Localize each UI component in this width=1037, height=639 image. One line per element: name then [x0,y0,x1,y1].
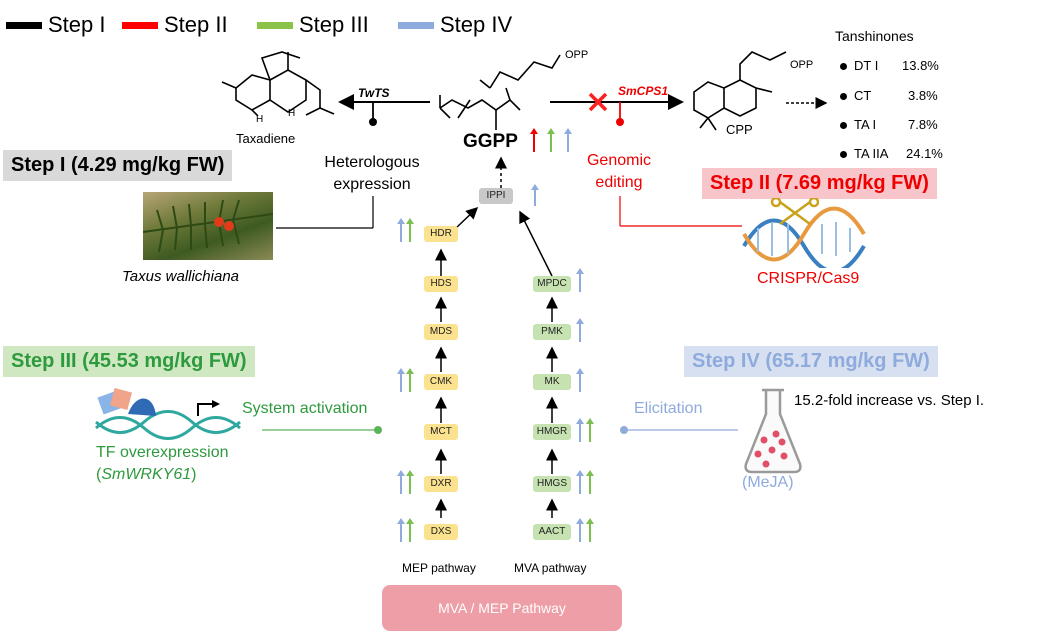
meja-label: (MeJA) [742,474,794,491]
taxus-label: Taxus wallichiana [122,268,240,285]
mep-node: HDS [424,276,458,292]
mva-node: AACT [533,524,571,540]
step1-label: Step I (4.29 mg/kg FW) [3,150,233,181]
legend-swatch-blue [398,21,434,29]
ggpp-label: GGPP [463,131,518,152]
tanshinone-value: 13.8% [902,58,939,73]
paren-open: ( [96,466,102,483]
bullet-icon [840,93,847,101]
crispr-label: CRISPR/Cas9 [757,270,860,287]
step2-label: Step II (7.69 mg/kg FW) [702,168,937,199]
mva-mep-pathway-button[interactable]: MVA / MEP Pathway [382,585,622,631]
tanshinone-value: 3.8% [908,88,938,103]
mep-pathway-label: MEP pathway [402,561,476,575]
paren-close: ) [191,466,197,483]
genomic-editing-label: Genomic editing [586,152,652,191]
legend-step1: Step I [6,12,105,38]
bullet-icon [840,151,847,159]
tanshinones-title: Tanshinones [835,28,914,44]
taxadiene-label: Taxadiene [236,131,296,146]
legend-step2: Step II [122,12,228,38]
ippi-node: IPPI [479,188,513,204]
fold-increase-label: 15.2-fold increase vs. Step I. [794,392,985,409]
taxadiene-structure [221,51,335,117]
legend-swatch-green [257,21,293,29]
legend-step4: Step IV [398,12,512,38]
mva-node: MPDC [533,276,571,292]
legend-label: Step II [164,12,228,37]
tanshinone-name: DT I [854,58,879,73]
mva-node: HMGR [533,424,571,440]
scissors-icon [770,198,820,226]
tanshinone-name: CT [854,88,872,103]
h-label: H [256,114,264,125]
dna-helix-icon [742,198,866,268]
tanshinone-item: TA IIA 24.1% [840,146,943,161]
system-activation-label: System activation [242,400,368,417]
cpp-structure [693,51,787,131]
legend-label: Step I [48,12,106,37]
legend-step3: Step III [257,12,369,38]
flask-icon [744,388,802,474]
step4-label: Step IV (65.17 mg/kg FW) [684,346,938,377]
mva-node: MK [533,374,571,390]
opp-label: OPP [565,49,589,61]
mep-node: HDR [424,226,458,242]
twts-label: TwTS [358,86,390,100]
tf-gene-label: (SmWRKY61) [96,466,196,484]
legend-label: Step III [299,12,369,37]
tanshinone-name: TA IIA [854,146,889,161]
taxus-photo [143,192,273,260]
mep-node: MCT [424,424,458,440]
mep-node: DXS [424,524,458,540]
step3-label: Step III (45.53 mg/kg FW) [3,346,255,377]
mep-node: CMK [424,374,458,390]
ggpp-structure [439,54,561,130]
mep-node: MDS [424,324,458,340]
cpp-label: CPP [726,122,753,137]
legend-swatch-black [6,21,42,29]
h-label: H [288,108,296,119]
mva-pathway-label: MVA pathway [514,561,587,575]
legend-swatch-red [122,21,158,29]
block-cross [588,92,608,112]
tf-gene-name: SmWRKY61 [101,466,192,483]
tanshinone-value: 7.8% [908,117,938,132]
tanshinone-value: 24.1% [906,146,943,161]
bullet-icon [840,63,847,71]
mep-node: DXR [424,476,458,492]
tanshinone-item: DT I 13.8% [840,58,939,73]
smcps1-label: SmCPS1 [618,84,669,98]
legend-label: Step IV [440,12,513,37]
tanshinone-item: CT 3.8% [840,88,938,103]
opp-label: OPP [790,59,814,71]
elicitation-label: Elicitation [634,400,703,417]
heterologous-expression-label: Heterologous expression [324,154,420,193]
tf-binding-icon [95,388,241,440]
tanshinone-item: TA I 7.8% [840,117,938,132]
mva-node: PMK [533,324,571,340]
taxus-branch [143,199,273,253]
mva-node: HMGS [533,476,571,492]
tf-overexpression-label: TF overexpression [96,444,229,461]
bullet-icon [840,122,847,130]
tanshinone-name: TA I [854,117,877,132]
